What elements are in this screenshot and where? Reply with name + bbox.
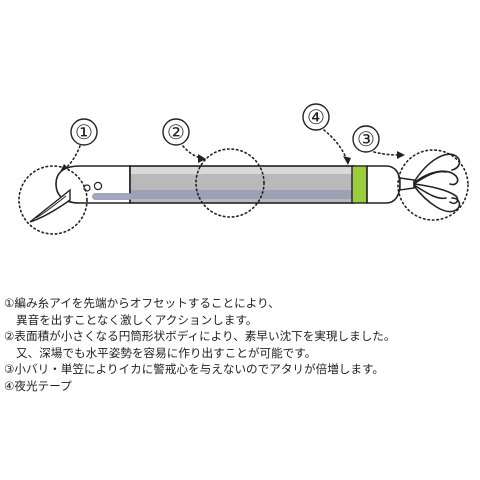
leader-arrow-2 <box>182 145 201 159</box>
body-highlight <box>131 167 353 174</box>
nose-stripe <box>92 193 132 200</box>
arrow-head-4 <box>343 156 351 165</box>
note-line-2: 異音を出すことなく激しくアクションします。 <box>16 312 258 327</box>
callout-1-label: ① <box>75 120 93 144</box>
arrow-head-2 <box>198 154 206 163</box>
lure-body <box>29 165 415 223</box>
hook-1 <box>413 153 461 183</box>
callout-2-label: ② <box>167 120 185 144</box>
note-line-4: 又、深場でも水平姿勢を容易に作り出すことが可能です。 <box>16 345 317 360</box>
glow-tape <box>351 165 368 204</box>
leader-arrow-4 <box>323 129 347 159</box>
detail-circle-body <box>195 148 265 218</box>
detail-circle-hook <box>397 149 469 221</box>
tail-cap <box>366 165 401 204</box>
note-line-6: ④夜光テープ <box>4 378 72 393</box>
callout-2: ② <box>162 118 190 146</box>
callout-1: ① <box>70 118 98 146</box>
callout-3-label: ③ <box>357 127 375 151</box>
arrow-head-3 <box>397 151 405 159</box>
note-line-5: ③小バリ・単笠によりイカに警戒心を与えないのでアタリが倍増します。 <box>4 362 385 376</box>
hook-6 <box>413 184 447 200</box>
squid-jig-diagram: ① ② ④ ③ <box>18 103 469 235</box>
hook-3 <box>413 183 459 205</box>
body-shadow-stripe <box>131 190 353 199</box>
leader-arrow-1 <box>65 145 81 169</box>
hook-5 <box>413 170 447 185</box>
lure-fin <box>29 188 71 223</box>
callout-4-label: ④ <box>307 105 325 129</box>
note-line-1: ①編み糸アイを先端からオフセットすることにより、 <box>4 296 280 310</box>
callout-4: ④ <box>302 103 330 131</box>
detail-circles <box>18 148 469 235</box>
lure-fin-inner <box>35 195 67 219</box>
callout-3: ③ <box>352 125 380 153</box>
line-eye-icon-2 <box>93 181 103 191</box>
leader-arrow-3 <box>373 151 399 156</box>
detail-circle-eye <box>18 165 88 235</box>
feature-notes: ①編み糸アイを先端からオフセットすることにより、 異音を出すことなく激しくアクシ… <box>4 295 476 394</box>
hook-4 <box>413 185 461 213</box>
hook-crown <box>413 153 461 213</box>
note-line-3: ②表面積が小さくなる円筒形状ボディにより、素早い沈下を実現しました。 <box>4 329 396 343</box>
tail-connector <box>399 177 415 191</box>
